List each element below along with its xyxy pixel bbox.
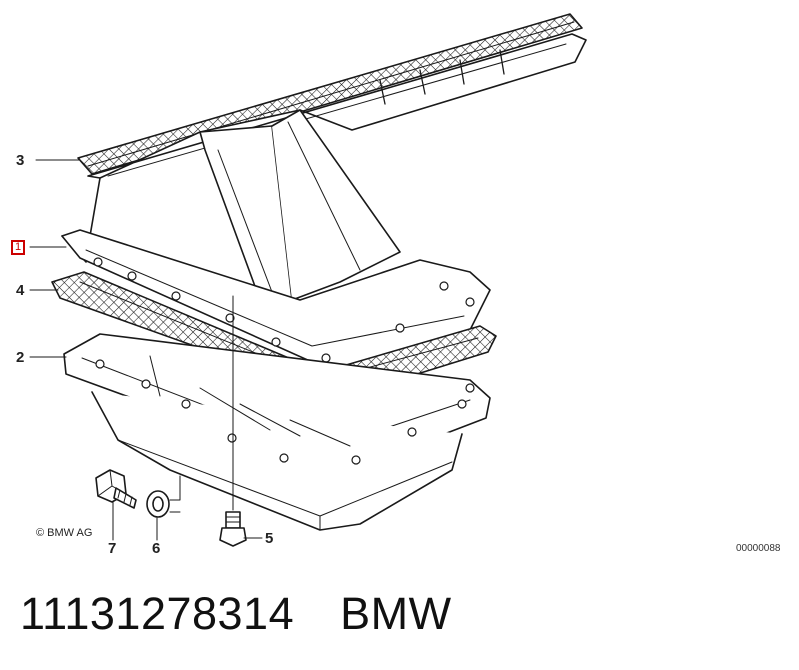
bolt-part-5 (219, 295, 247, 547)
callout-4[interactable]: 4 (16, 282, 25, 299)
lower-oil-pan-part-2 (63, 333, 491, 531)
upper-gasket-part-3 (77, 13, 583, 175)
callout-3[interactable]: 3 (16, 152, 25, 169)
drawing-number: 00000088 (736, 543, 781, 554)
callout-1-highlighted[interactable]: 1 (11, 240, 26, 255)
exploded-parts-diagram (29, 13, 587, 547)
part-number: 11131278314 (20, 588, 295, 639)
part-footer: 11131278314 BMW (20, 584, 452, 644)
callout-2[interactable]: 2 (16, 349, 25, 366)
brand-name: BMW (340, 588, 452, 639)
upper-oil-pan-part-1 (61, 33, 587, 371)
callout-leaders (29, 159, 263, 541)
callout-7[interactable]: 7 (108, 540, 117, 557)
washer-part-6 (146, 475, 181, 518)
callout-5[interactable]: 5 (265, 530, 274, 547)
drain-plug-part-7 (95, 469, 137, 509)
callout-6[interactable]: 6 (152, 540, 161, 557)
copyright-notice: © BMW AG (36, 527, 93, 539)
